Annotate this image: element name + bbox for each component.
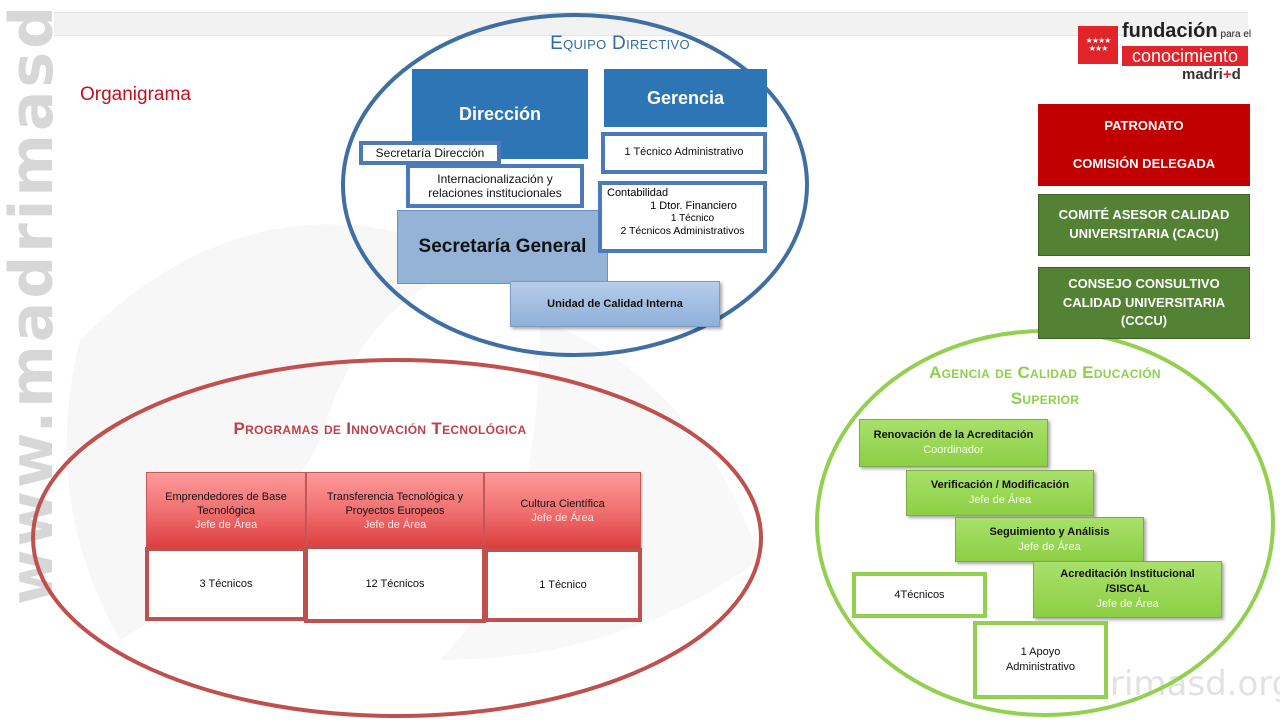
logo-plus-icon: + — [1222, 66, 1232, 83]
logo-para-el: para el — [1220, 29, 1252, 40]
patronato-label: PATRONATO — [1104, 118, 1184, 133]
agencia-apoyo-box[interactable]: 1 Apoyo Administrativo — [973, 621, 1108, 699]
watermark-url-vertical: www.madrimasd.org — [0, 0, 67, 605]
gerencia-box[interactable]: Gerencia — [604, 69, 767, 127]
step-name-line1: Acreditación Institucional — [1060, 568, 1195, 581]
programas-title: Programas de Innovación Tecnológica — [233, 419, 527, 438]
area-cultura-header[interactable]: Cultura Científica Jefe de Área — [484, 472, 641, 550]
step-name: Verificación / Modificación — [930, 479, 1070, 492]
page-title: Organigrama — [80, 84, 191, 105]
cccu-box[interactable]: CONSEJO CONSULTIVO CALIDAD UNIVERSITARIA… — [1038, 267, 1250, 339]
agencia-title-line2: Superior — [1010, 389, 1080, 408]
contabilidad-box[interactable]: Contabilidad 1 Dtor. Financiero 1 Técnic… — [598, 181, 767, 253]
agencia-title: Agencia de Calidad Educación Superior — [880, 360, 1210, 412]
area-name-line2: Proyectos Europeos — [345, 504, 445, 517]
patronato-box[interactable]: PATRONATO COMISIÓN DELEGADA — [1038, 104, 1250, 186]
apoyo-line2: Administrativo — [1005, 661, 1076, 673]
area-name-line1: Cultura Científica — [520, 497, 605, 510]
step-role: Coordinador — [923, 444, 984, 456]
internacionalizacion-line2: relaciones institucionales — [428, 186, 562, 200]
madrid-stars-icon: ★★★★ ★★★ — [1078, 26, 1118, 64]
logo-madrid: madri+d — [1182, 66, 1241, 83]
step-verificacion[interactable]: Verificación / Modificación Jefe de Área — [906, 470, 1094, 516]
unidad-calidad-interna-box[interactable]: Unidad de Calidad Interna — [510, 281, 720, 327]
logo-d: d — [1231, 66, 1241, 83]
agencia-title-line1: Agencia de Calidad Educación — [929, 363, 1161, 382]
area-emprendedores-staff[interactable]: 3 Técnicos — [145, 547, 307, 621]
comision-delegada-label: COMISIÓN DELEGADA — [1072, 156, 1216, 171]
contabilidad-line2: 1 Técnico — [670, 213, 715, 225]
secretaria-direccion-box[interactable]: Secretaría Dirección — [359, 141, 501, 165]
area-transferencia-staff[interactable]: 12 Técnicos — [304, 545, 486, 623]
step-name-line2: /SISCAL — [1105, 583, 1150, 596]
step-role: Jefe de Área — [1096, 597, 1159, 610]
step-seguimiento[interactable]: Seguimiento y Análisis Jefe de Área — [955, 517, 1144, 562]
logo-madri: madri — [1182, 66, 1223, 83]
step-name: Seguimiento y Análisis — [989, 525, 1110, 538]
logo-fundacion-text: fundación — [1122, 20, 1218, 42]
tecnico-administrativo-box[interactable]: 1 Técnico Administrativo — [601, 132, 767, 174]
area-name-line1: Emprendedores de Base — [165, 490, 287, 503]
area-role: Jefe de Área — [363, 519, 427, 532]
agencia-tecnicos-box[interactable]: 4Técnicos — [852, 572, 987, 618]
contabilidad-line3: 2 Técnicos Administrativos — [620, 225, 745, 238]
secretaria-general-box[interactable]: Secretaría General — [397, 210, 608, 284]
step-name: Renovación de la Acreditación — [873, 429, 1034, 442]
internacionalizacion-line1: Internacionalización y — [437, 171, 553, 186]
logo-conocimiento: conocimiento — [1122, 46, 1248, 66]
internacionalizacion-box[interactable]: Internacionalización y relaciones instit… — [406, 164, 584, 208]
area-cultura-staff[interactable]: 1 Técnico — [484, 548, 642, 622]
area-transferencia-header[interactable]: Transferencia Tecnológica y Proyectos Eu… — [306, 472, 484, 550]
step-role: Jefe de Área — [1018, 540, 1081, 553]
area-role: Jefe de Área — [194, 519, 258, 532]
cacu-box[interactable]: COMITÉ ASESOR CALIDAD UNIVERSITARIA (CAC… — [1038, 194, 1250, 256]
step-role: Jefe de Área — [968, 494, 1032, 506]
watermark-url-bottom: rimasd.org — [1110, 664, 1280, 704]
contabilidad-title: Contabilidad — [607, 187, 669, 199]
apoyo-line1: 1 Apoyo — [1020, 646, 1061, 659]
area-name-line2: Tecnológica — [196, 504, 256, 517]
area-name-line1: Transferencia Tecnológica y — [326, 490, 464, 503]
step-acreditacion-institucional[interactable]: Acreditación Institucional /SISCAL Jefe … — [1033, 561, 1222, 618]
area-role: Jefe de Área — [531, 512, 594, 524]
contabilidad-line1: 1 Dtor. Financiero — [650, 200, 737, 213]
step-renovacion[interactable]: Renovación de la Acreditación Coordinado… — [859, 419, 1048, 467]
area-emprendedores-header[interactable]: Emprendedores de Base Tecnológica Jefe d… — [146, 472, 306, 550]
equipo-directivo-title: Equipo Directivo — [550, 33, 690, 54]
